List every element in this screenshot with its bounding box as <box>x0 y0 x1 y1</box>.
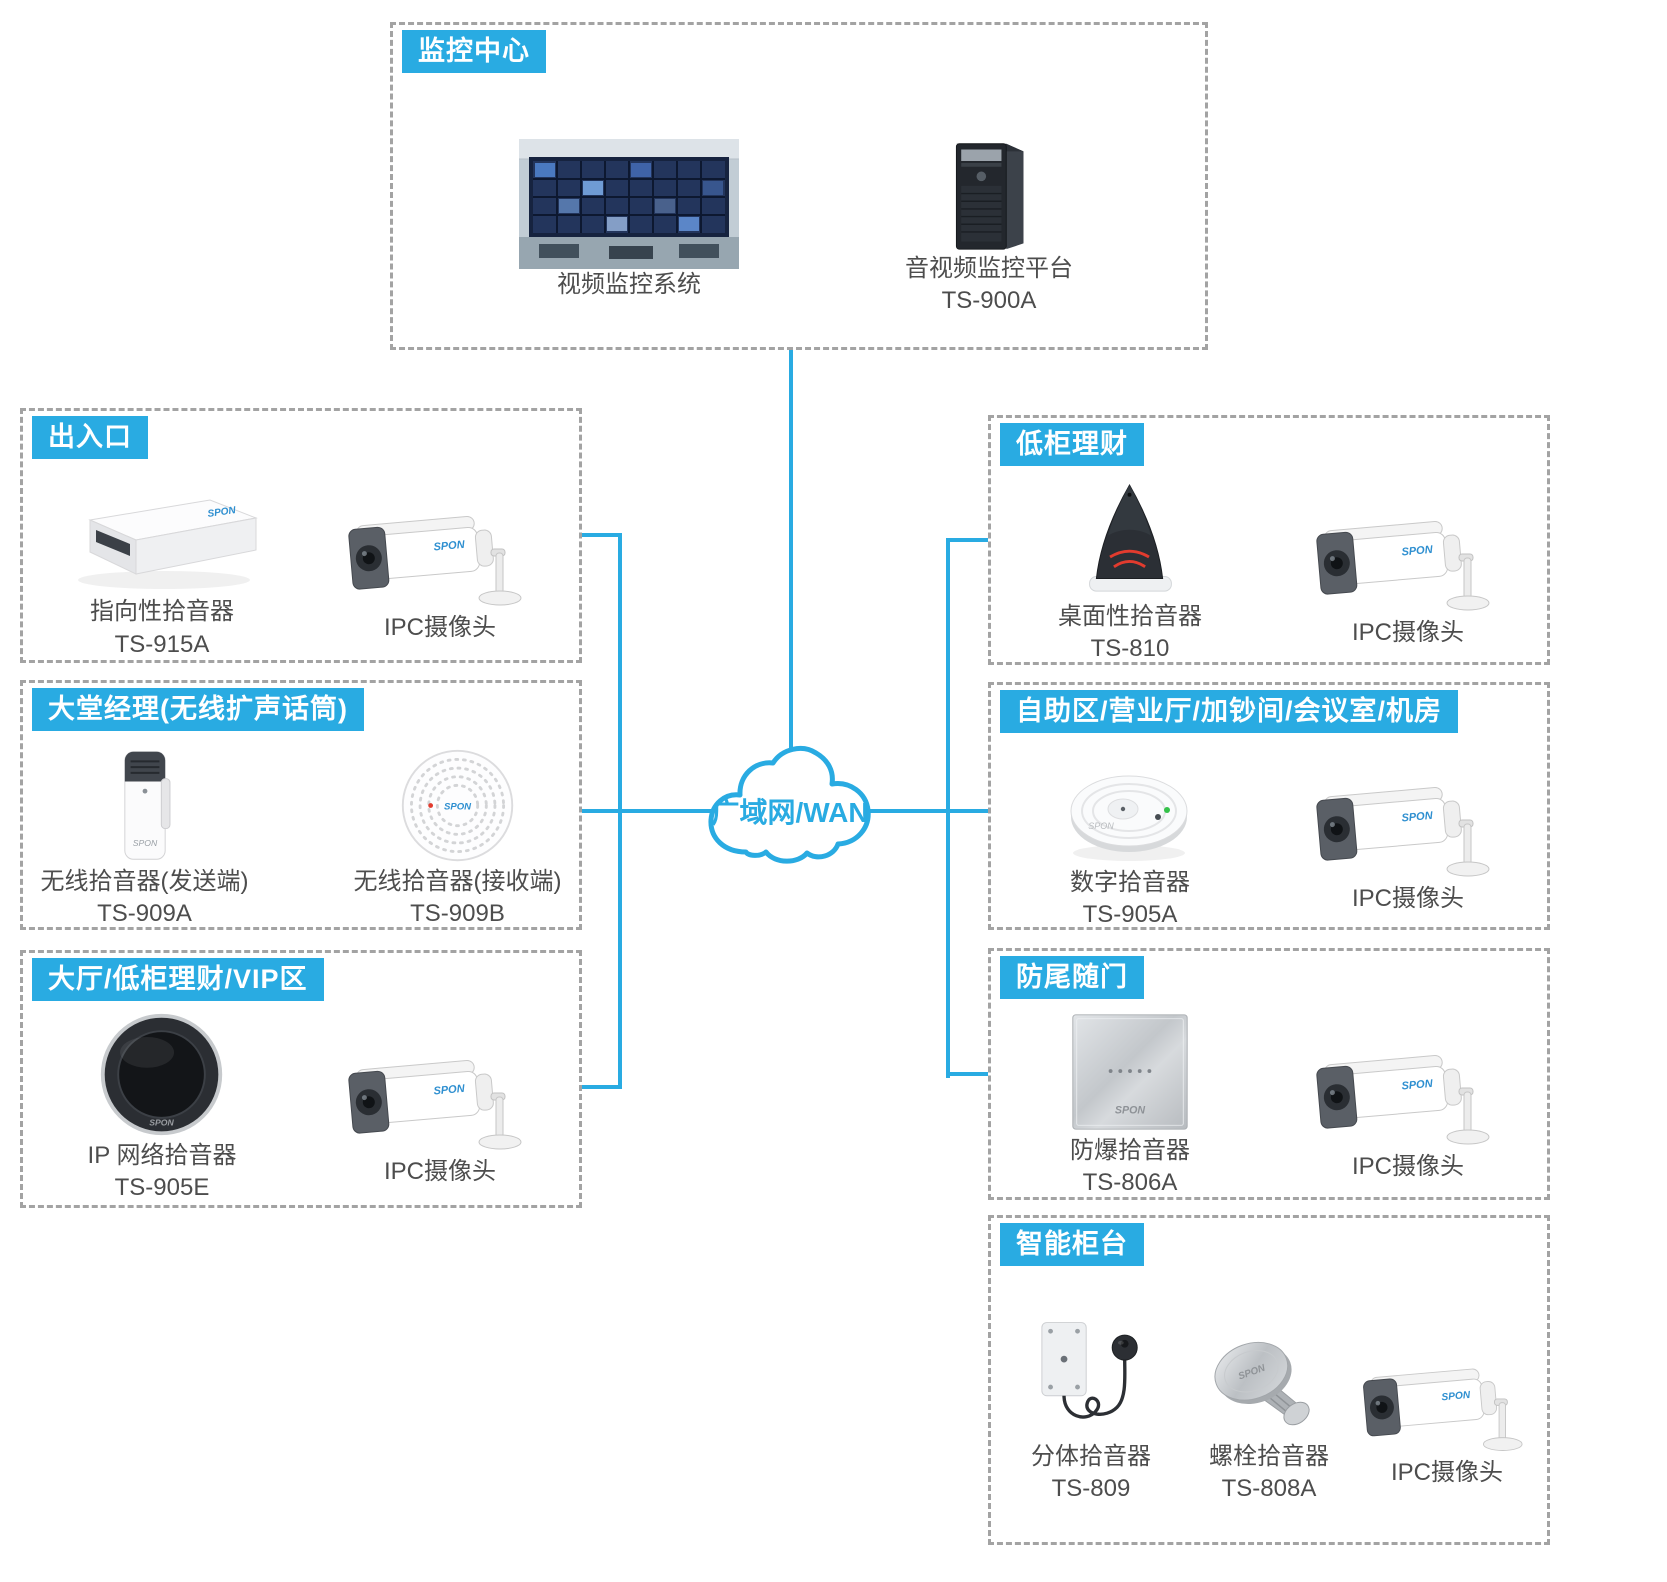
device-name: 数字拾音器 <box>1070 868 1190 896</box>
digital-pickup-icon <box>1063 757 1198 867</box>
directional-pickup-icon <box>62 486 262 596</box>
ipc-camera-icon <box>1313 502 1503 617</box>
connector-left-top-stub <box>582 533 622 537</box>
server-tower-icon <box>941 138 1037 253</box>
section-self-service: 自助区/营业厅/加钞间/会议室/机房 数字拾音器 TS-905A IPC摄像头 <box>988 682 1550 930</box>
section-title: 防尾随门 <box>1000 956 1144 1000</box>
device-name: 指向性拾音器 <box>90 598 234 626</box>
connector-right-bottom-stub <box>946 1072 988 1076</box>
connector-center-vertical <box>789 350 793 762</box>
device-ipc-camera: IPC摄像头 <box>1283 1009 1533 1183</box>
device-ipc-camera: IPC摄像头 <box>1283 741 1533 915</box>
device-name: 无线拾音器(接收端) <box>353 867 562 895</box>
section-title: 出入口 <box>32 416 148 460</box>
ip-network-pickup-icon <box>97 1010 227 1140</box>
device-name: IPC摄像头 <box>1390 1458 1503 1486</box>
device-wireless-pickup-transmitter: 无线拾音器(发送端) TS-909A <box>23 724 266 931</box>
section-entrance: 出入口 指向性拾音器 TS-915A IPC摄像头 <box>20 408 582 663</box>
device-model: TS-806A <box>1082 1169 1178 1196</box>
device-name: 防爆拾音器 <box>1070 1136 1190 1164</box>
connector-right-bus <box>946 538 950 1078</box>
ipc-camera-icon <box>345 1041 535 1156</box>
ipc-camera-icon <box>345 497 535 612</box>
device-name: 视频监控系统 <box>557 270 701 298</box>
device-ipc-camera: IPC摄像头 <box>315 1014 565 1188</box>
connector-left-horizontal <box>582 809 714 813</box>
wireless-transmitter-icon <box>110 746 180 866</box>
device-model: TS-810 <box>1090 635 1170 662</box>
section-title: 自助区/营业厅/加钞间/会议室/机房 <box>1000 690 1459 734</box>
ipc-camera-icon <box>1360 1351 1535 1457</box>
video-wall-icon <box>519 139 739 269</box>
device-name: IPC摄像头 <box>383 614 496 642</box>
wan-cloud: 广域网/WAN <box>698 740 908 885</box>
device-ipc-camera: IPC摄像头 <box>315 470 565 644</box>
section-monitoring-center: 监控中心 视频监控系统 音视频监控平台 TS-900A <box>390 22 1208 350</box>
section-smart-counter: 智能柜台 分体拾音器 TS-809 螺栓拾音器 TS-808A IPC摄像头 <box>988 1215 1550 1545</box>
split-pickup-icon <box>1028 1311 1154 1441</box>
device-ipc-camera: IPC摄像头 <box>1283 475 1533 649</box>
device-name: 无线拾音器(发送端) <box>40 867 249 895</box>
bolt-pickup-icon <box>1210 1328 1328 1441</box>
explosion-proof-pickup-icon <box>1067 1009 1193 1135</box>
section-lobby-manager: 大堂经理(无线扩声话筒) 无线拾音器(发送端) TS-909A 无线拾音器(接收… <box>20 680 582 930</box>
ipc-camera-icon <box>1313 1036 1503 1151</box>
device-digital-pickup: 数字拾音器 TS-905A <box>1005 725 1255 932</box>
device-model: TS-909A <box>97 900 192 927</box>
device-video-surveillance-system: 视频监控系统 <box>484 127 774 301</box>
device-directional-pickup: 指向性拾音器 TS-915A <box>37 454 287 661</box>
device-wireless-pickup-receiver: 无线拾音器(接收端) TS-909B <box>336 724 579 931</box>
device-model: TS-909B <box>410 900 505 927</box>
device-name: IPC摄像头 <box>1351 618 1464 646</box>
device-name: IPC摄像头 <box>1351 1152 1464 1180</box>
section-title: 大堂经理(无线扩声话筒) <box>32 688 364 732</box>
device-split-pickup: 分体拾音器 TS-809 <box>1006 1299 1176 1506</box>
section-low-counter: 低柜理财 桌面性拾音器 TS-810 IPC摄像头 <box>988 415 1550 665</box>
connector-left-bottom-stub <box>582 1085 622 1089</box>
device-model: TS-905E <box>114 1174 210 1201</box>
device-explosion-proof-pickup: 防爆拾音器 TS-806A <box>1005 993 1255 1200</box>
device-ipc-camera: IPC摄像头 <box>1362 1315 1532 1489</box>
section-title: 监控中心 <box>402 30 546 74</box>
connector-right-horizontal <box>866 809 988 813</box>
device-ip-network-pickup: IP 网络拾音器 TS-905E <box>37 998 287 1205</box>
device-model: TS-809 <box>1051 1475 1131 1502</box>
connector-right-top-stub <box>946 538 988 542</box>
device-av-monitoring-platform: 音视频监控平台 TS-900A <box>864 111 1114 318</box>
section-anti-tailgating: 防尾随门 防爆拾音器 TS-806A IPC摄像头 <box>988 948 1550 1200</box>
desktop-pickup-icon <box>1074 479 1186 601</box>
device-desktop-pickup: 桌面性拾音器 TS-810 <box>1005 459 1255 666</box>
ipc-camera-icon <box>1313 768 1503 883</box>
device-model: TS-905A <box>1082 901 1178 928</box>
device-name: IPC摄像头 <box>383 1157 496 1185</box>
wireless-receiver-icon <box>398 746 518 866</box>
wan-cloud-label: 广域网/WAN <box>711 797 868 828</box>
device-name: IPC摄像头 <box>1351 884 1464 912</box>
device-name: 音视频监控平台 <box>905 254 1073 282</box>
device-model: TS-915A <box>114 630 210 658</box>
device-name: IP 网络拾音器 <box>87 1141 237 1169</box>
device-bolt-pickup: 螺栓拾音器 TS-808A <box>1184 1299 1354 1506</box>
device-name: 螺栓拾音器 <box>1209 1442 1329 1470</box>
section-title: 大厅/低柜理财/VIP区 <box>32 958 324 1002</box>
section-title: 低柜理财 <box>1000 423 1144 467</box>
device-model: TS-900A <box>941 287 1037 314</box>
section-hall-vip: 大厅/低柜理财/VIP区 IP 网络拾音器 TS-905E IPC摄像头 <box>20 950 582 1208</box>
section-title: 智能柜台 <box>1000 1223 1144 1267</box>
device-name: 分体拾音器 <box>1031 1442 1151 1470</box>
device-name: 桌面性拾音器 <box>1058 602 1202 630</box>
device-model: TS-808A <box>1221 1475 1317 1502</box>
